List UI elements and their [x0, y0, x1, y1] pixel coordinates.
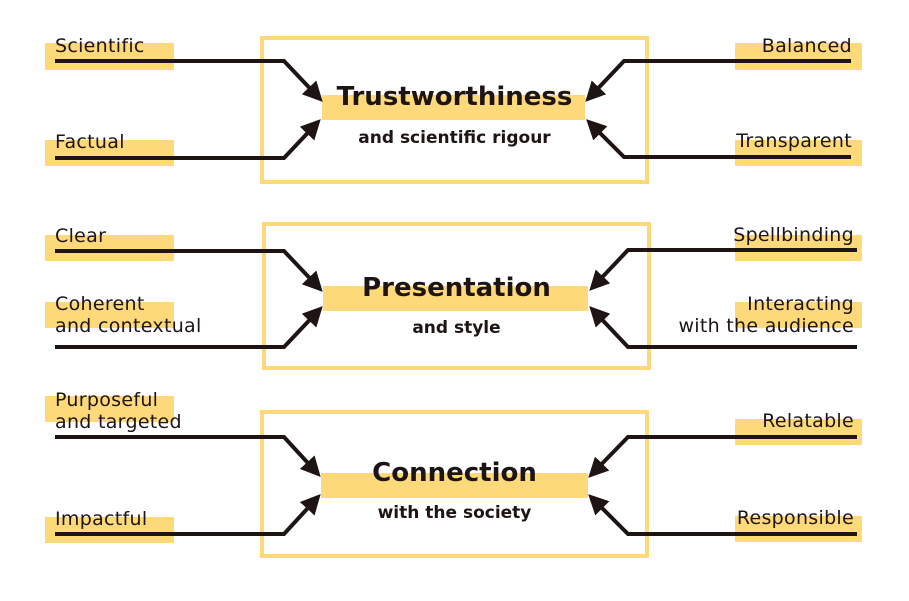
label-transparent: Transparent [736, 130, 852, 152]
group-subtitle-connection: with the society [377, 503, 532, 523]
group-title-connection: Connection [372, 458, 537, 488]
label-clear: Clear [55, 225, 107, 247]
label-scientific: Scientific [55, 35, 145, 57]
arrow-responsible [588, 494, 857, 536]
group-frame-presentation [262, 222, 651, 370]
arrow-interacting [589, 306, 857, 349]
group-subtitle-trustworthiness: and scientific rigour [358, 128, 551, 148]
label-responsible: Responsible [736, 507, 854, 529]
arrow-relatable [588, 435, 857, 478]
group-frame-trustworthiness [260, 36, 649, 184]
label-interacting: Interacting with the audience [678, 293, 854, 337]
arrow-coherent [55, 306, 323, 349]
label-highlight-factual [45, 140, 174, 166]
label-highlight-responsible [735, 516, 862, 542]
arrow-transparent [586, 119, 851, 159]
arrow-scientific [55, 59, 323, 102]
label-highlight-clear [45, 235, 174, 261]
label-highlight-interacting [735, 302, 862, 328]
group-subtitle-presentation: and style [412, 318, 501, 338]
label-highlight-scientific [45, 43, 174, 70]
label-relatable: Relatable [762, 410, 854, 432]
label-balanced: Balanced [761, 35, 852, 57]
label-highlight-impactful [45, 517, 174, 543]
label-coherent: Coherent and contextual [55, 293, 202, 337]
title-highlight-presentation [323, 286, 588, 311]
title-highlight-trustworthiness [322, 95, 585, 120]
label-purposeful: Purposeful and targeted [55, 389, 182, 433]
label-highlight-purposeful [45, 396, 174, 422]
group-frame-connection [260, 410, 649, 558]
group-title-presentation: Presentation [362, 273, 551, 303]
label-factual: Factual [55, 131, 125, 153]
label-impactful: Impactful [55, 508, 148, 530]
label-highlight-transparent [735, 140, 862, 166]
label-highlight-balanced [735, 43, 862, 70]
title-highlight-connection [321, 473, 588, 498]
arrow-factual [55, 119, 321, 160]
label-highlight-relatable [735, 419, 862, 445]
group-title-trustworthiness: Trustworthiness [336, 82, 573, 112]
arrow-spellbinding [589, 248, 857, 291]
arrow-purposeful [55, 435, 321, 477]
arrow-impactful [55, 494, 321, 536]
label-spellbinding: Spellbinding [733, 224, 854, 246]
label-highlight-coherent [45, 302, 174, 328]
arrow-balanced [585, 59, 851, 102]
arrow-clear [55, 249, 323, 292]
